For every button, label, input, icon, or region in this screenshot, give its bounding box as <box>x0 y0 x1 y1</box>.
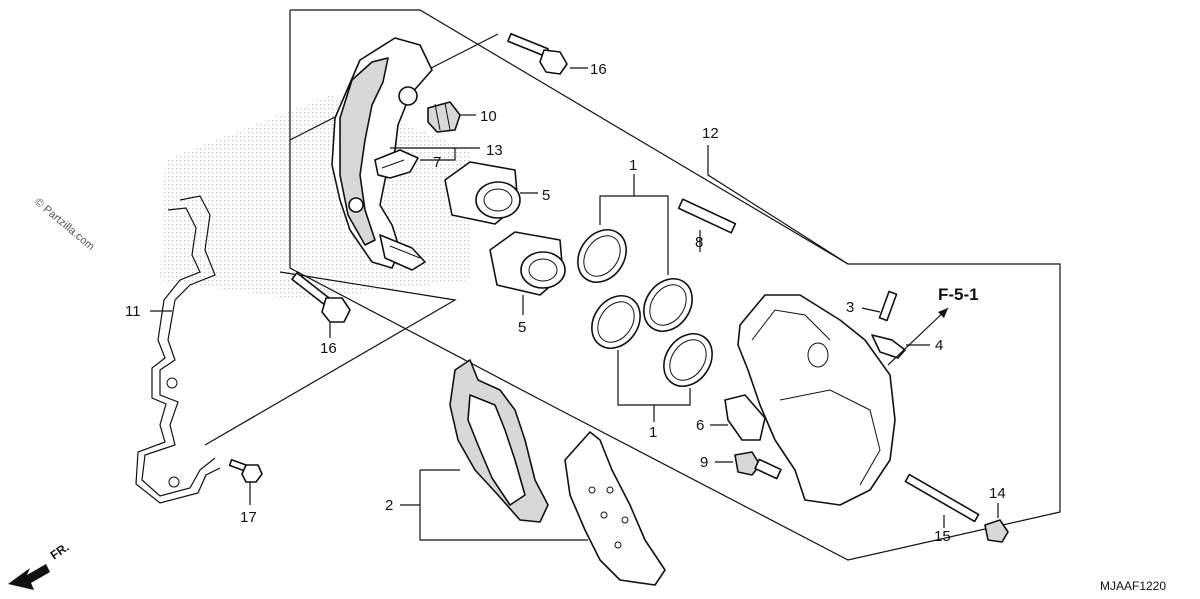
bleeder-valve <box>734 451 782 480</box>
bolt-part-17 <box>228 458 263 483</box>
leader-lines <box>150 67 999 541</box>
callout-5-bottom: 5 <box>518 319 526 336</box>
callout-15: 15 <box>934 528 951 545</box>
brake-pad-rear <box>564 431 666 586</box>
watermark-text: © Partzilla.com <box>32 196 96 253</box>
bolt-part-bottom <box>291 272 351 323</box>
callout-6: 6 <box>696 417 704 434</box>
reference-label: F-5-1 <box>938 285 979 304</box>
callout-16-top: 16 <box>590 61 607 78</box>
bleeder-screw <box>878 290 898 322</box>
retainer-clip <box>374 149 419 179</box>
slide-pin-8 <box>677 198 737 234</box>
callout-13: 13 <box>486 142 503 159</box>
callout-11: 11 <box>125 303 141 320</box>
bolt-part-top <box>507 32 568 75</box>
hose-clamp-bracket <box>135 195 221 504</box>
callout-9: 9 <box>700 454 708 471</box>
callout-numbers: 16 10 13 7 5 5 1 1 12 8 3 4 6 9 2 11 16 … <box>125 61 1006 545</box>
slide-pin-15 <box>904 473 980 523</box>
callout-8: 8 <box>695 234 703 251</box>
callout-4: 4 <box>935 337 943 354</box>
pad-spring <box>724 394 766 441</box>
callout-3: 3 <box>846 299 854 316</box>
diagram-code: MJAAF1220 <box>1100 579 1166 593</box>
bleeder-cap <box>871 334 906 359</box>
callout-16-bottom: 16 <box>320 340 337 357</box>
caliper-bracket <box>331 37 433 271</box>
callout-2: 2 <box>385 497 393 514</box>
caliper-piston-top <box>444 161 521 225</box>
callout-7: 7 <box>433 154 441 171</box>
front-direction-arrow: FR. <box>8 540 72 590</box>
brake-pad-front <box>449 359 549 523</box>
piston-seals <box>577 229 713 387</box>
front-direction-label: FR. <box>48 540 72 563</box>
callout-1-bottom: 1 <box>649 424 657 441</box>
caliper-piston-bottom <box>489 231 566 296</box>
background-stipple <box>160 95 470 300</box>
callout-5-top: 5 <box>542 187 550 204</box>
callout-14: 14 <box>989 485 1006 502</box>
callout-17: 17 <box>240 509 257 526</box>
boot-14 <box>984 519 1009 543</box>
callout-10: 10 <box>480 108 497 125</box>
caliper-body <box>737 294 896 506</box>
callout-12: 12 <box>702 125 719 142</box>
boot-part <box>427 101 461 133</box>
callout-1-top: 1 <box>629 157 637 174</box>
bracket-assembly-outline <box>204 271 457 446</box>
